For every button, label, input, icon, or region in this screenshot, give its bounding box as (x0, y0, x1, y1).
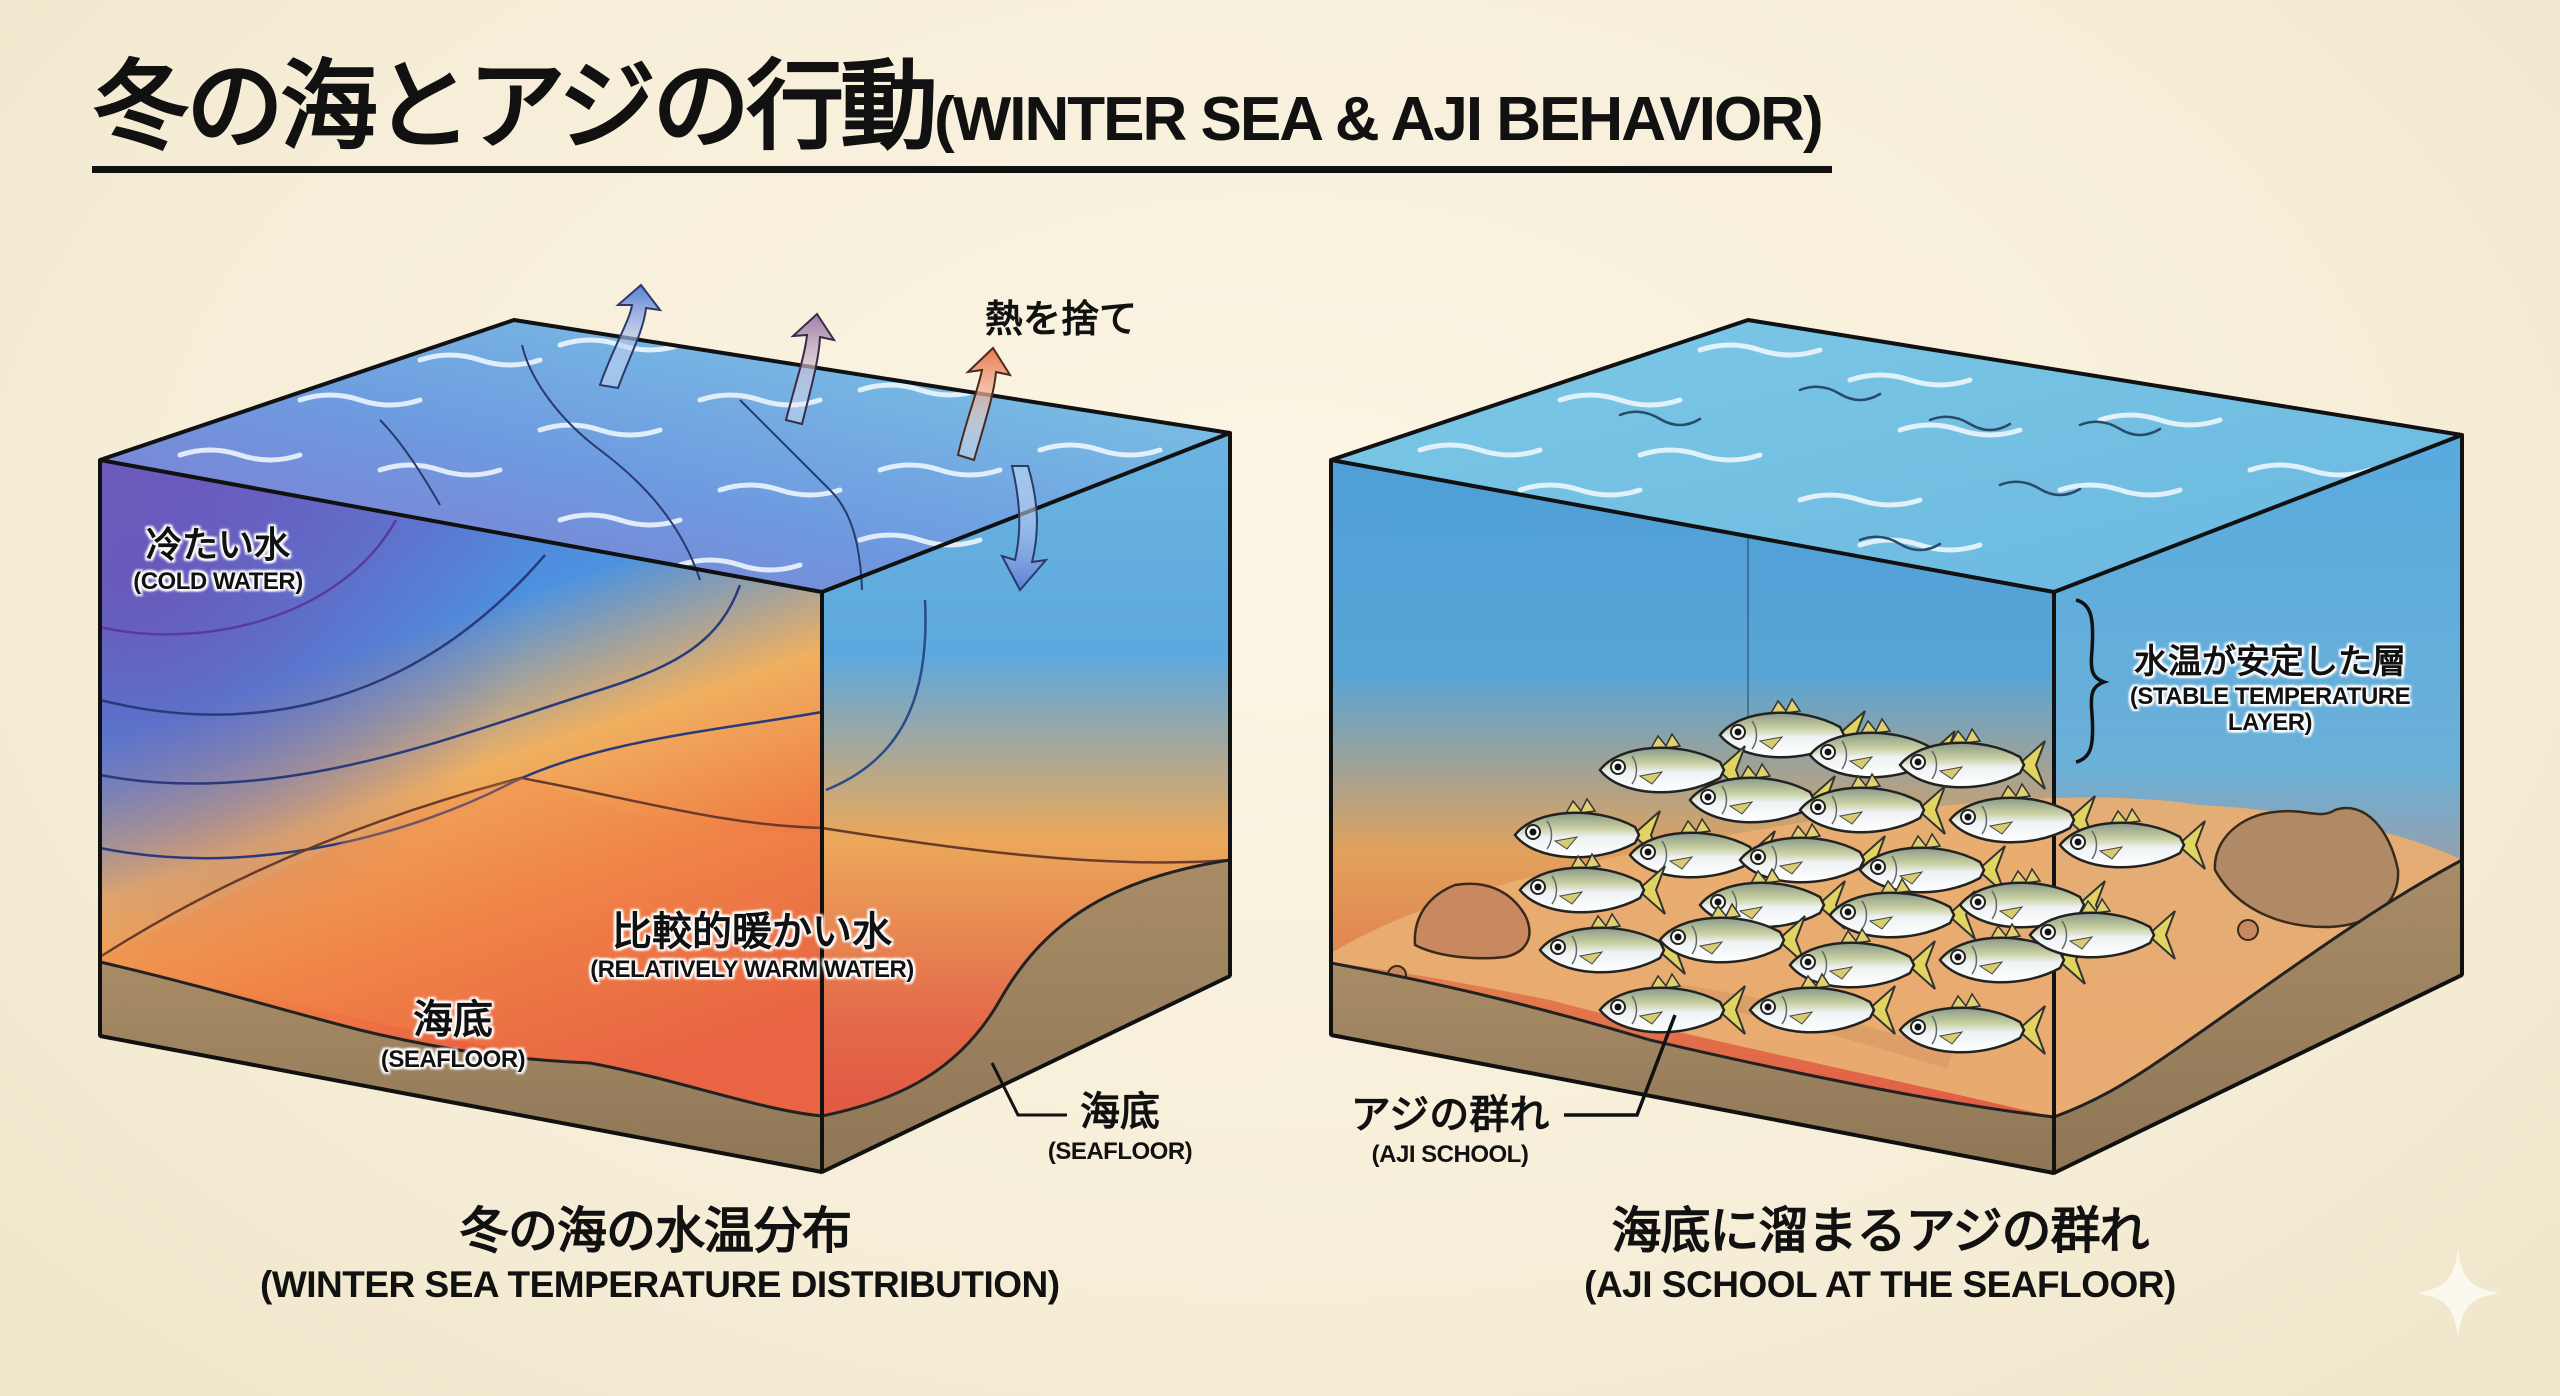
arrow-down-blue-icon (999, 465, 1049, 592)
stable-layer-brace (2075, 598, 2110, 764)
surface-current-lines (379, 344, 863, 591)
seafloor-front-en: (SEAFLOOR) (380, 1046, 526, 1073)
arrow-up-purple-icon (784, 312, 837, 426)
left-ocean-block (98, 318, 1232, 1175)
stable-layer-jp: 水温が安定した層 (2134, 642, 2406, 682)
left-caption: 冬の海の水温分布 (WINTER SEA TEMPERATURE DISTRIB… (260, 1202, 1060, 1305)
seafloor-side-label: 海底 (SEAFLOOR) (1040, 1092, 1200, 1164)
stable-layer-en-1: (STABLE TEMPERATURE (2129, 683, 2411, 710)
warm-water-jp: 比較的暖かい水 (612, 909, 892, 955)
cold-water-label: 冷たい水 (COLD WATER) (118, 528, 318, 594)
seafloor-side-jp: 海底 (1080, 1089, 1160, 1135)
surface-waves-right (1417, 342, 2373, 553)
right-caption-en: (AJI SCHOOL AT THE SEAFLOOR) (1584, 1264, 2176, 1305)
seafloor-leader-line (990, 1062, 1067, 1117)
left-caption-en: (WINTER SEA TEMPERATURE DISTRIBUTION) (260, 1264, 1060, 1305)
title-japanese: 冬の海とアジの行動 (92, 50, 938, 164)
school-leader-line (1564, 1014, 1677, 1117)
page-title: 冬の海とアジの行動(WINTER SEA & AJI BEHAVIOR) (92, 58, 1824, 156)
title-english: (WINTER SEA & AJI BEHAVIOR) (934, 85, 1824, 154)
heat-release-label: 熱を捨て (985, 297, 1138, 341)
sparkle-icon (2416, 1250, 2500, 1336)
cold-water-en: (COLD WATER) (133, 568, 303, 595)
right-caption-jp: 海底に溜まるアジの群れ (1611, 1202, 2150, 1260)
aji-school-jp: アジの群れ (1350, 1092, 1550, 1138)
title-underline (92, 166, 1832, 173)
arrow-up-red-icon (956, 346, 1013, 462)
rock-left (1413, 882, 1531, 960)
seafloor-front-label: 海底 (SEAFLOOR) (373, 1000, 533, 1072)
arrow-up-blue-icon (598, 283, 663, 390)
heat-release-arrows (598, 283, 1049, 592)
warm-water-label: 比較的暖かい水 (RELATIVELY WARM WATER) (552, 912, 952, 982)
seafloor-front-jp: 海底 (413, 997, 493, 1043)
right-caption: 海底に溜まるアジの群れ (AJI SCHOOL AT THE SEAFLOOR) (1540, 1206, 2220, 1303)
seafloor-side-en: (SEAFLOOR) (1047, 1138, 1193, 1165)
cold-water-jp: 冷たい水 (145, 525, 290, 566)
isotherm-lines (99, 519, 1231, 959)
left-caption-jp: 冬の海の水温分布 (459, 1202, 852, 1260)
aji-school-en: (AJI SCHOOL) (1371, 1141, 1529, 1168)
stable-layer-en-2: LAYER) (2227, 709, 2313, 736)
stable-layer-label: 水温が安定した層 (STABLE TEMPERATURE LAYER) (2115, 645, 2425, 735)
warm-water-en: (RELATIVELY WARM WATER) (590, 956, 914, 983)
rock-right (2213, 806, 2400, 929)
aji-school-label: アジの群れ (AJI SCHOOL) (1340, 1095, 1560, 1167)
